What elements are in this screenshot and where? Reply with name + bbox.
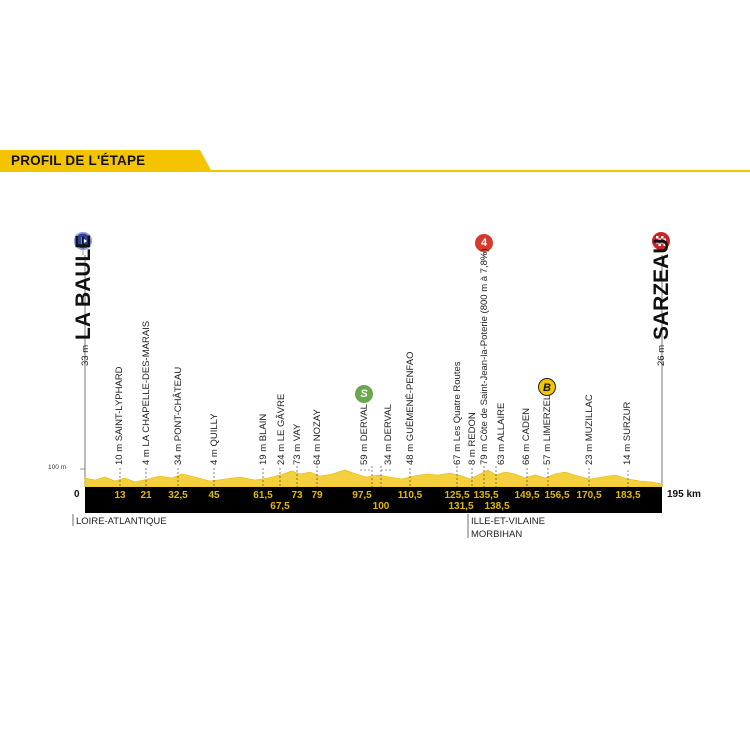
waypoint-label: 4 m QUILLY (209, 413, 220, 465)
waypoint-label: 59 m DERVAL (359, 404, 370, 465)
climb-marker-icon: 4 (475, 234, 493, 252)
waypoint-lines (119, 466, 629, 487)
elevation-profile (84, 469, 663, 488)
waypoint-label: 34 m DERVAL (383, 404, 394, 465)
waypoint-label: 19 m BLAIN (258, 413, 269, 465)
finish-flag-icon (652, 232, 670, 250)
bonus-marker-icon: B (538, 378, 556, 396)
waypoint-label: 48 m GUÉMENÉ-PENFAO (405, 351, 416, 466)
waypoint-label: 64 m NOZAY (312, 409, 323, 465)
waypoint-label: 63 m ALLAIRE (496, 402, 507, 465)
waypoint-label: 34 m PONT-CHÂTEAU (173, 366, 184, 465)
km-marker: 125,5 (444, 490, 470, 501)
header-tab (0, 150, 212, 172)
region-label: ILLE-ET-VILAINE (471, 516, 545, 527)
climb-label: 79 m Côte de Saint-Jean-la-Poterie (800 … (479, 248, 490, 466)
altitude-tick-label: 100 m (48, 464, 67, 471)
sprint-marker-icon: S (355, 385, 373, 403)
waypoint-label: 4 m LA CHAPELLE-DES-MARAIS (141, 320, 152, 465)
waypoint-label: 23 m MUZILLAC (584, 394, 595, 465)
km-marker: 61,5 (253, 490, 273, 501)
km-marker: 156,5 (544, 490, 570, 501)
km-marker: 131,5 (448, 501, 474, 512)
km-marker: 100 (372, 501, 390, 512)
km-marker: 138,5 (484, 501, 510, 512)
waypoint-label: 24 m LE GÂVRE (276, 393, 287, 465)
finish-altitude: 26 m (656, 344, 667, 366)
km-marker: 183,5 (615, 490, 641, 501)
km-marker: 45 (208, 490, 220, 501)
km-marker: 97,5 (352, 490, 372, 501)
region-label: MORBIHAN (471, 529, 523, 540)
km-marker: 21 (140, 490, 152, 501)
waypoint-label: 57 m LIMERZEL (542, 394, 553, 465)
km-marker: 135,5 (473, 490, 499, 501)
km-marker: 73 (291, 490, 303, 501)
waypoint-label: 73 m VAY (292, 423, 303, 465)
waypoint-label: 10 m SAINT-LYPHARD (114, 366, 125, 465)
km-marker: 149,5 (514, 490, 540, 501)
waypoint-label: 14 m SURZUR (622, 401, 633, 465)
finish-town-name: SARZEAU (650, 238, 673, 340)
km-marker: 110,5 (397, 490, 423, 501)
start-marker-icon (74, 232, 92, 250)
header-rule (0, 170, 750, 172)
km-marker: 170,5 (576, 490, 602, 501)
waypoint-label: 67 m Les Quatre Routes (452, 361, 463, 466)
profile-base-bar (85, 487, 662, 513)
finish-km: 195 km (667, 489, 701, 500)
start-altitude: 33 m (80, 344, 91, 366)
page-title: PROFIL DE L'ÉTAPE (11, 153, 146, 168)
km-marker: 67,5 (270, 501, 290, 512)
waypoint-label: 66 m CADEN (521, 407, 532, 465)
km-marker: 13 (114, 490, 126, 501)
region-label: LOIRE-ATLANTIQUE (76, 516, 167, 527)
start-km: 0 (74, 489, 80, 500)
km-marker: 79 (311, 490, 323, 501)
km-marker: 32,5 (168, 490, 188, 501)
waypoint-label: 8 m REDON (467, 412, 478, 465)
start-town-name: LA BAULE (72, 234, 95, 340)
